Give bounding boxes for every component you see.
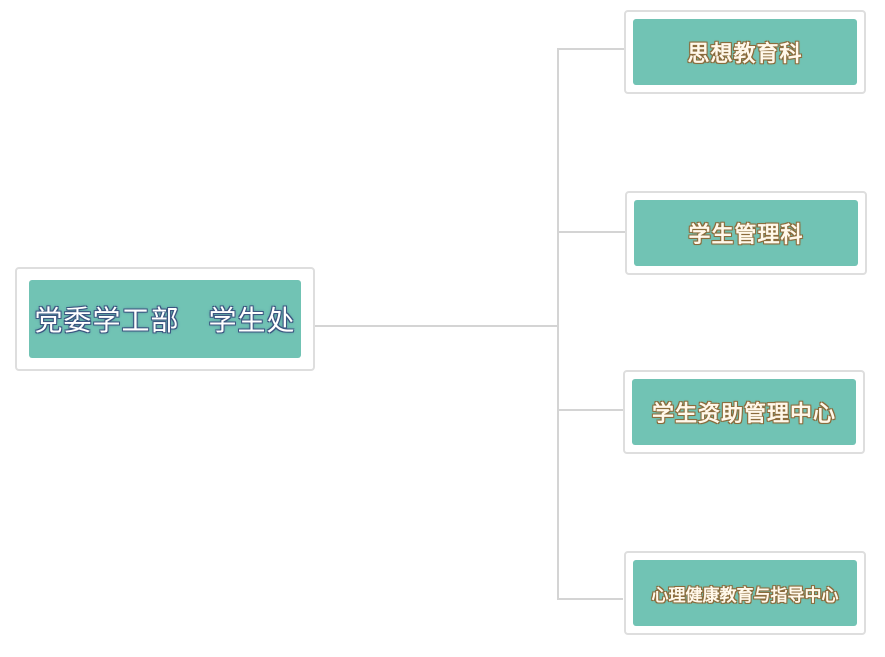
connector-branch-1 [557,48,624,50]
connector-branch-2 [557,231,625,233]
child-node-label: 学生管理科 [688,223,804,248]
child-node-label: 心理健康教育与指导中心 [651,585,839,606]
child-node-ideological-education[interactable]: 思想教育科 [624,10,866,94]
root-node-box: 党委学工部 学生处 [29,280,301,358]
child-node-box: 思想教育科 [633,19,857,85]
child-node-box: 学生资助管理中心 [632,379,856,445]
connector-trunk-vertical [557,48,559,600]
connector-root-horizontal [314,325,559,327]
connector-branch-3 [557,409,623,411]
root-node[interactable]: 党委学工部 学生处 [15,267,315,371]
child-node-box: 学生管理科 [634,200,858,266]
child-node-label: 学生资助管理中心 [651,402,836,427]
child-node-student-management[interactable]: 学生管理科 [625,191,867,275]
connector-branch-4 [557,598,623,600]
child-node-mental-health-center[interactable]: 心理健康教育与指导中心 [624,551,866,635]
child-node-financial-aid-center[interactable]: 学生资助管理中心 [623,370,865,454]
root-node-label: 党委学工部 学生处 [34,304,296,337]
child-node-label: 思想教育科 [687,42,803,67]
child-node-box: 心理健康教育与指导中心 [633,560,857,626]
